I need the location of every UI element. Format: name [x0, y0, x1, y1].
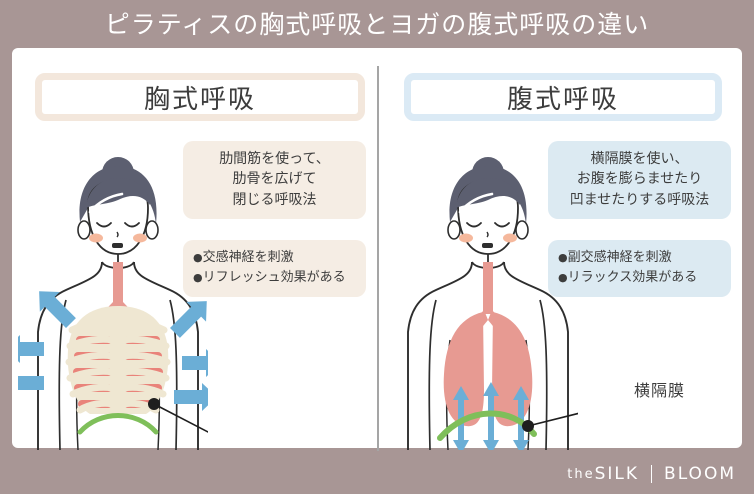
description-line: 横隔膜を使い、 — [590, 151, 689, 167]
hair-icon — [79, 166, 157, 224]
brand-main: SILK — [594, 464, 640, 484]
brand-separator — [651, 465, 653, 483]
cheek-left-icon — [459, 233, 473, 243]
description-box-chest: 肋間筋を使って、 肋骨を広げて 閉じる呼吸法 — [183, 141, 366, 219]
bullet-dot-icon: ● — [558, 251, 568, 264]
effects-box-chest: ●交感神経を刺激 ●リフレッシュ効果がある — [183, 240, 366, 298]
cheek-left-icon — [89, 233, 103, 243]
brand-logo: the SILK BLOOM — [567, 464, 736, 484]
eye-right-icon — [124, 222, 140, 228]
description-line: 肋間筋を使って、 — [219, 151, 330, 167]
list-item: ●リフレッシュ効果がある — [193, 268, 360, 288]
cheek-right-icon — [503, 233, 517, 243]
list-item-label: 交感神経を刺激 — [202, 250, 294, 265]
panel-heading-chest: 胸式呼吸 — [35, 73, 365, 121]
page-title: ピラティスの胸式呼吸とヨガの腹式呼吸の違い — [104, 10, 650, 39]
diaphragm-line-left — [77, 413, 159, 435]
lungs-and-trachea-abdominal — [443, 262, 533, 427]
description-line: お腹を膨らませたり — [576, 171, 703, 188]
list-item-label: リラックス効果がある — [567, 270, 698, 286]
ribcage-icon — [65, 306, 171, 414]
panel-divider — [377, 66, 379, 451]
bullet-dot-icon: ● — [193, 251, 203, 264]
description-line: 凹ませたりする呼吸法 — [569, 191, 710, 208]
panel-heading-abdominal: 腹式呼吸 — [404, 73, 722, 121]
cheek-right-icon — [133, 233, 147, 243]
description-line: 閉じる呼吸法 — [232, 191, 317, 208]
hair-icon — [449, 166, 527, 224]
callout-right — [522, 411, 640, 432]
woman-figure-chest — [37, 157, 199, 451]
diaphragm-callout-label: 横隔膜 — [634, 381, 686, 400]
bullet-dot-icon: ● — [193, 271, 203, 285]
bullet-dot-icon: ● — [558, 271, 568, 285]
description-box-abdominal: 横隔膜を使い、 お腹を膨らませたり 凹ませたりする呼吸法 — [548, 141, 731, 219]
list-item-label: 副交感神経を刺激 — [567, 250, 672, 265]
eye-left-icon — [466, 222, 482, 228]
brand-second: BLOOM — [664, 464, 736, 484]
list-item-label: リフレッシュ効果がある — [202, 270, 346, 286]
list-item: ●副交感神経を刺激 — [558, 248, 725, 268]
chest-breathing-illustration — [1, 150, 280, 451]
list-item: ●リラックス効果がある — [558, 268, 725, 288]
abdominal-breathing-illustration — [388, 150, 640, 454]
eye-right-icon — [494, 222, 510, 228]
eye-left-icon — [96, 222, 112, 228]
description-line: 肋骨を広げて — [232, 171, 317, 188]
brand-prefix: the — [567, 466, 595, 482]
list-item: ●交感神経を刺激 — [193, 248, 360, 268]
effects-box-abdominal: ●副交感神経を刺激 ●リラックス効果がある — [548, 240, 731, 298]
